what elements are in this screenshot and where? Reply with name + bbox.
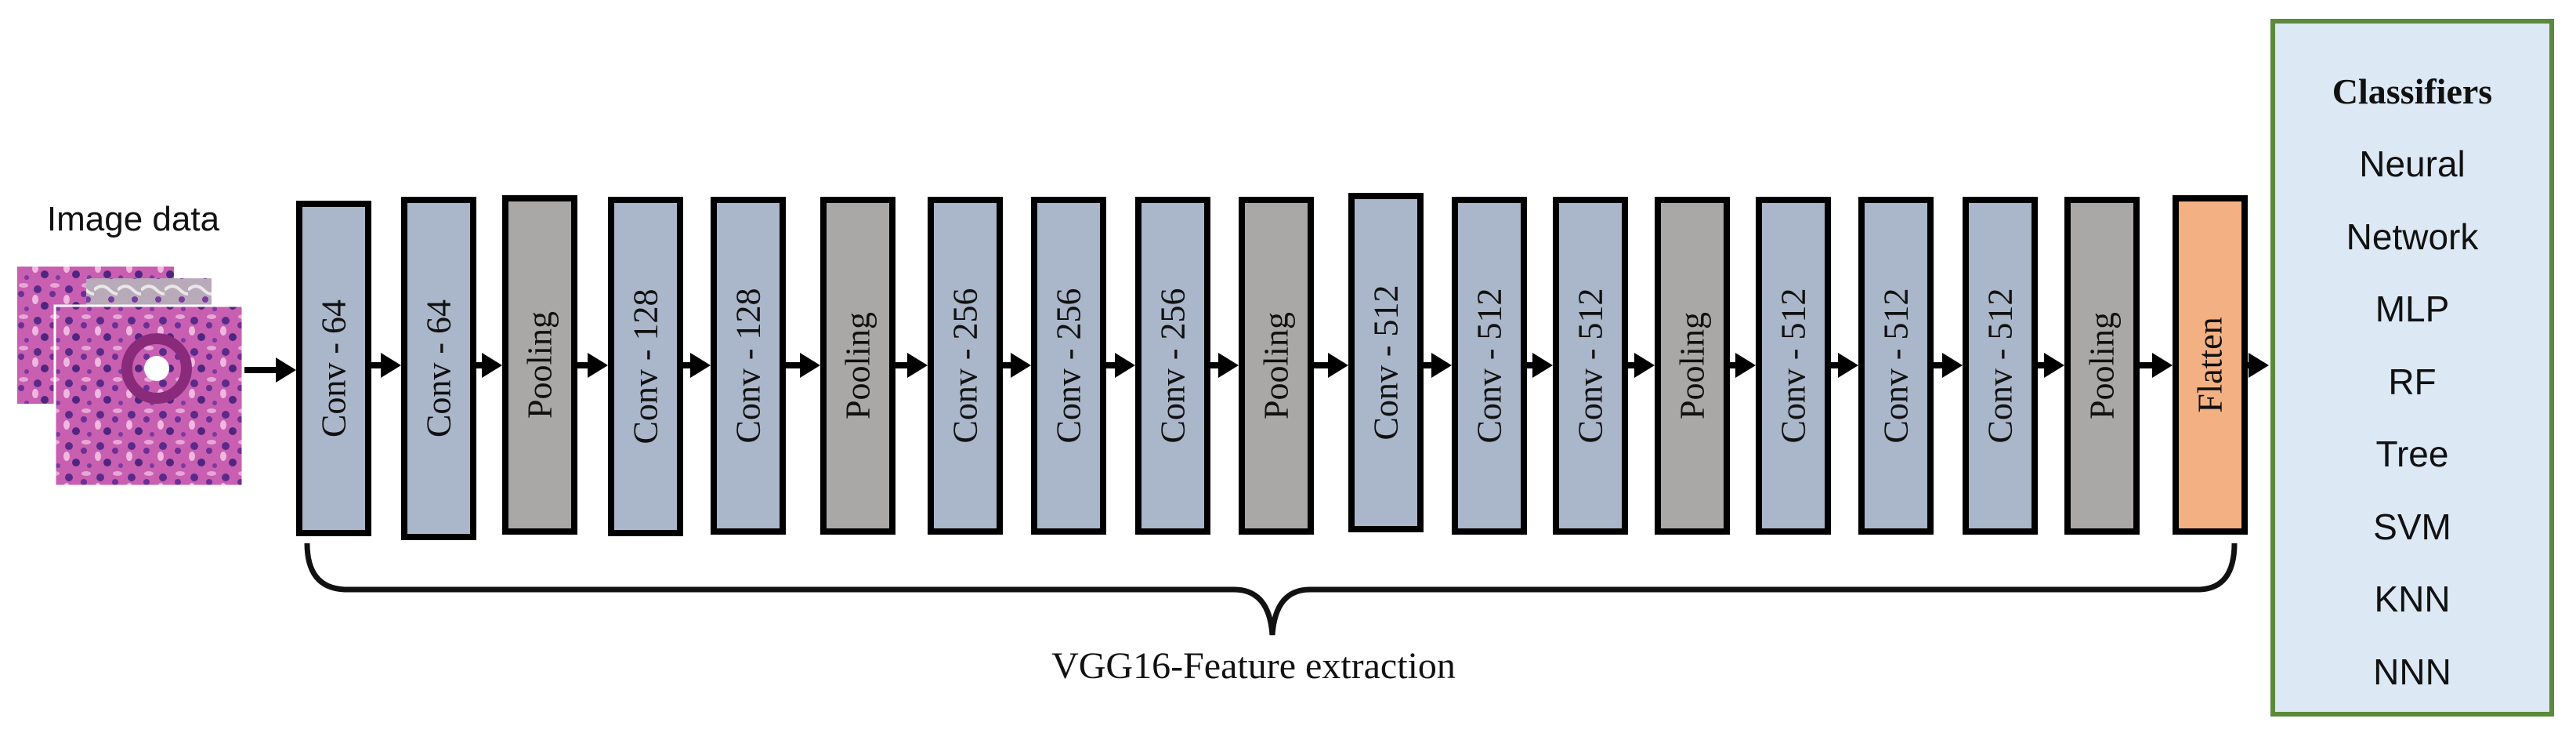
layer-block-pool: Pooling <box>1239 197 1314 535</box>
flow-arrow <box>2248 353 2269 378</box>
flow-arrow <box>476 353 502 378</box>
classifier-item: KNN <box>2374 579 2451 619</box>
classifiers-title: Classifiers <box>2332 71 2493 111</box>
flow-arrow <box>2038 353 2064 378</box>
flow-arrow <box>683 353 711 378</box>
layer-block-pool: Pooling <box>1655 197 1730 535</box>
layer-block-conv: Conv - 128 <box>608 197 683 536</box>
layer-block-conv: Conv - 64 <box>296 201 371 536</box>
layer-block-conv: Conv - 128 <box>711 197 786 535</box>
layer-label: Conv - 512 <box>1471 288 1509 444</box>
flow-arrow <box>1831 353 1858 378</box>
flow-arrow <box>577 353 608 378</box>
layer-label: Conv - 256 <box>946 288 985 444</box>
layer-block-pool: Pooling <box>2064 197 2140 535</box>
layer-label: Conv - 512 <box>1367 285 1406 441</box>
feature-extraction-label: VGG16-Feature extraction <box>1051 645 1456 687</box>
layer-label: Conv - 64 <box>315 299 353 437</box>
classifier-item: Network <box>2346 216 2479 257</box>
classifier-item: RF <box>2388 361 2437 402</box>
layer-block-conv: Conv - 512 <box>1348 193 1424 532</box>
layer-label: Conv - 512 <box>1775 288 1813 444</box>
layer-block-conv: Conv - 256 <box>1031 197 1106 535</box>
layer-label: Conv - 256 <box>1154 288 1192 444</box>
layer-block-conv: Conv - 512 <box>1858 197 1934 535</box>
classifier-item: SVM <box>2373 506 2451 547</box>
flow-arrow <box>895 353 928 378</box>
flow-arrow <box>371 353 401 378</box>
histology-image-stack-icon <box>17 267 244 488</box>
flow-arrow <box>1003 353 1031 378</box>
flow-arrow <box>1314 353 1348 378</box>
flow-arrow <box>1210 353 1239 378</box>
layer-label: Conv - 64 <box>420 299 458 437</box>
layer-label: Pooling <box>2083 312 2122 419</box>
flow-arrow <box>2140 353 2173 378</box>
classifier-item: MLP <box>2375 288 2450 329</box>
layer-block-conv: Conv - 512 <box>1553 197 1628 535</box>
layer-block-conv: Conv - 512 <box>1963 197 2038 535</box>
layer-label: Pooling <box>1673 312 1712 419</box>
flow-arrow <box>1106 353 1135 378</box>
layer-label: Pooling <box>839 312 877 419</box>
layer-block-conv: Conv - 64 <box>401 197 476 540</box>
feature-extraction-brace <box>304 542 2238 636</box>
classifier-item: Neural <box>2359 143 2466 184</box>
layer-label: Conv - 256 <box>1050 288 1088 444</box>
layer-label: Conv - 512 <box>1572 288 1610 444</box>
layer-label: Conv - 512 <box>1981 288 2020 444</box>
layer-block-conv: Conv - 512 <box>1756 197 1831 535</box>
layer-block-pool: Pooling <box>820 197 895 535</box>
layer-label: Conv - 128 <box>627 289 665 445</box>
layer-block-conv: Conv - 256 <box>928 197 1003 535</box>
layer-label: Pooling <box>1257 312 1296 419</box>
flow-arrow <box>1424 353 1452 378</box>
flow-arrow <box>1730 353 1756 378</box>
flow-arrow <box>786 353 820 378</box>
layer-block-flatten: Flatten <box>2173 195 2248 535</box>
layer-label: Conv - 512 <box>1877 288 1916 444</box>
flow-arrow <box>1628 353 1655 378</box>
input-label: Image data <box>46 200 220 238</box>
classifier-item: NNN <box>2373 651 2451 692</box>
layer-block-pool: Pooling <box>502 195 577 535</box>
flow-arrow <box>1527 353 1553 378</box>
layer-label: Flatten <box>2191 317 2230 412</box>
layer-label: Conv - 128 <box>729 288 768 444</box>
classifier-item: Tree <box>2375 434 2449 474</box>
layer-block-conv: Conv - 512 <box>1452 197 1527 535</box>
layer-block-conv: Conv - 256 <box>1135 197 1210 535</box>
layer-label: Pooling <box>521 311 559 419</box>
flow-arrow <box>244 357 296 383</box>
classifiers-panel: Classifiers Neural Network MLP RF Tree S… <box>2270 19 2554 717</box>
flow-arrow <box>1934 353 1963 378</box>
